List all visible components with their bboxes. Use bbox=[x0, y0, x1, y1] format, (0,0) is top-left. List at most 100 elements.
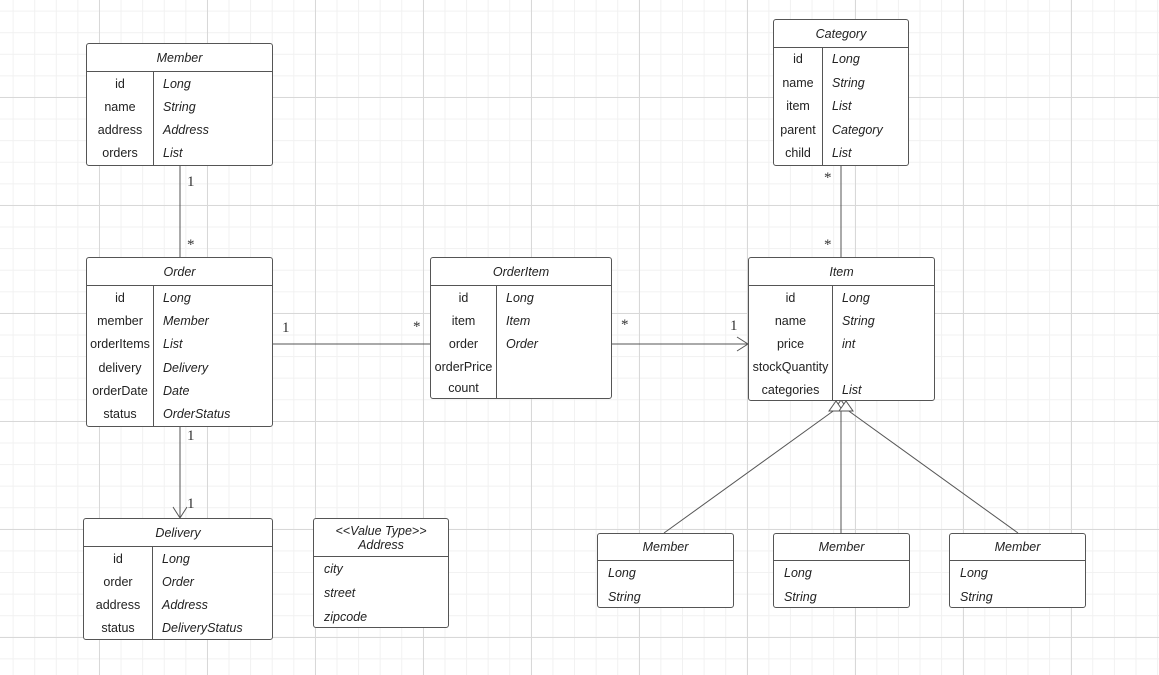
field-row[interactable]: categories List bbox=[749, 378, 934, 400]
attribute-row[interactable]: city bbox=[324, 562, 343, 576]
class-title: Member bbox=[87, 44, 272, 72]
field-name: name bbox=[774, 314, 807, 328]
class-title: OrderItem bbox=[431, 258, 611, 286]
field-name: item bbox=[451, 314, 476, 328]
field-row[interactable]: item Item bbox=[431, 309, 611, 333]
field-row[interactable]: member Member bbox=[87, 309, 272, 333]
field-type: List bbox=[163, 146, 183, 160]
field-row[interactable]: orders List bbox=[87, 141, 272, 165]
field-name: id bbox=[793, 52, 803, 66]
column-divider bbox=[822, 48, 823, 165]
attribute-row[interactable]: String bbox=[608, 590, 641, 604]
class-item[interactable]: Item id Long name String price int stockQua… bbox=[748, 257, 935, 401]
class-title: Member bbox=[598, 534, 733, 561]
field-type: Long bbox=[506, 291, 534, 305]
column-divider bbox=[832, 286, 833, 400]
stereotype-label: <<Value Type>> bbox=[335, 523, 427, 538]
field-name: orderPrice bbox=[434, 360, 493, 374]
field-row[interactable]: id Long bbox=[774, 48, 908, 70]
field-type: String bbox=[842, 314, 875, 328]
multiplicity-label: * bbox=[824, 170, 832, 186]
field-row[interactable]: count bbox=[431, 376, 611, 398]
field-row[interactable]: name String bbox=[87, 95, 272, 119]
field-type: String bbox=[163, 100, 196, 114]
field-type: List bbox=[832, 99, 852, 113]
class-title: Item bbox=[749, 258, 934, 286]
generalization-triangle-icon bbox=[838, 400, 854, 412]
field-type: Date bbox=[163, 384, 190, 398]
class-header: <<Value Type>> Address bbox=[314, 519, 448, 557]
field-name: stockQuantity bbox=[752, 360, 829, 374]
multiplicity-label: * bbox=[413, 319, 421, 335]
field-type: List bbox=[163, 337, 183, 351]
class-subclass-3[interactable]: Member Long String bbox=[949, 533, 1086, 608]
field-name: orderItems bbox=[90, 337, 150, 351]
field-type: Address bbox=[163, 123, 209, 137]
field-type: List bbox=[842, 383, 862, 397]
class-subclass-2[interactable]: Member Long String bbox=[773, 533, 910, 608]
attribute-row[interactable]: Long bbox=[784, 566, 812, 580]
field-name: categories bbox=[761, 383, 820, 397]
column-divider bbox=[153, 286, 154, 426]
field-type: Order bbox=[162, 575, 194, 589]
field-row[interactable]: price int bbox=[749, 332, 934, 356]
field-type: Long bbox=[162, 552, 190, 566]
field-type: int bbox=[842, 337, 856, 351]
multiplicity-label: * bbox=[187, 237, 195, 253]
field-row[interactable]: stockQuantity bbox=[749, 355, 934, 379]
class-title: Address bbox=[358, 537, 404, 552]
attribute-row[interactable]: Long bbox=[960, 566, 988, 580]
column-divider bbox=[153, 72, 154, 165]
field-name: count bbox=[448, 381, 479, 395]
field-name: member bbox=[97, 314, 143, 328]
field-type: Member bbox=[163, 314, 209, 328]
field-row[interactable]: name String bbox=[749, 309, 934, 333]
field-name: id bbox=[785, 291, 796, 305]
field-type: Long bbox=[842, 291, 870, 305]
class-address[interactable]: <<Value Type>> Address city street zipco… bbox=[313, 518, 449, 628]
attribute-row[interactable]: zipcode bbox=[324, 610, 368, 624]
attribute-row[interactable]: String bbox=[960, 590, 993, 604]
attribute-row[interactable]: Long bbox=[608, 566, 636, 580]
column-divider bbox=[152, 547, 153, 639]
class-subclass-1[interactable]: Member Long String bbox=[597, 533, 734, 608]
field-name: name bbox=[104, 100, 136, 114]
field-type: Long bbox=[832, 52, 860, 66]
field-name: delivery bbox=[98, 361, 142, 375]
field-name: price bbox=[776, 337, 805, 351]
field-type: Long bbox=[163, 291, 191, 305]
field-row[interactable]: orderPrice bbox=[431, 355, 611, 379]
multiplicity-label: 1 bbox=[730, 318, 738, 334]
field-row[interactable]: orderItems List bbox=[87, 332, 272, 356]
multiplicity-label: 1 bbox=[187, 428, 195, 444]
field-type: Item bbox=[506, 314, 531, 328]
field-name: parent bbox=[780, 123, 816, 137]
attribute-row[interactable]: String bbox=[784, 590, 817, 604]
class-title: Delivery bbox=[84, 519, 272, 547]
attribute-row[interactable]: street bbox=[324, 586, 356, 600]
field-row[interactable]: id Long bbox=[749, 286, 934, 310]
field-name: orders bbox=[102, 146, 138, 160]
field-name: status bbox=[101, 621, 135, 635]
